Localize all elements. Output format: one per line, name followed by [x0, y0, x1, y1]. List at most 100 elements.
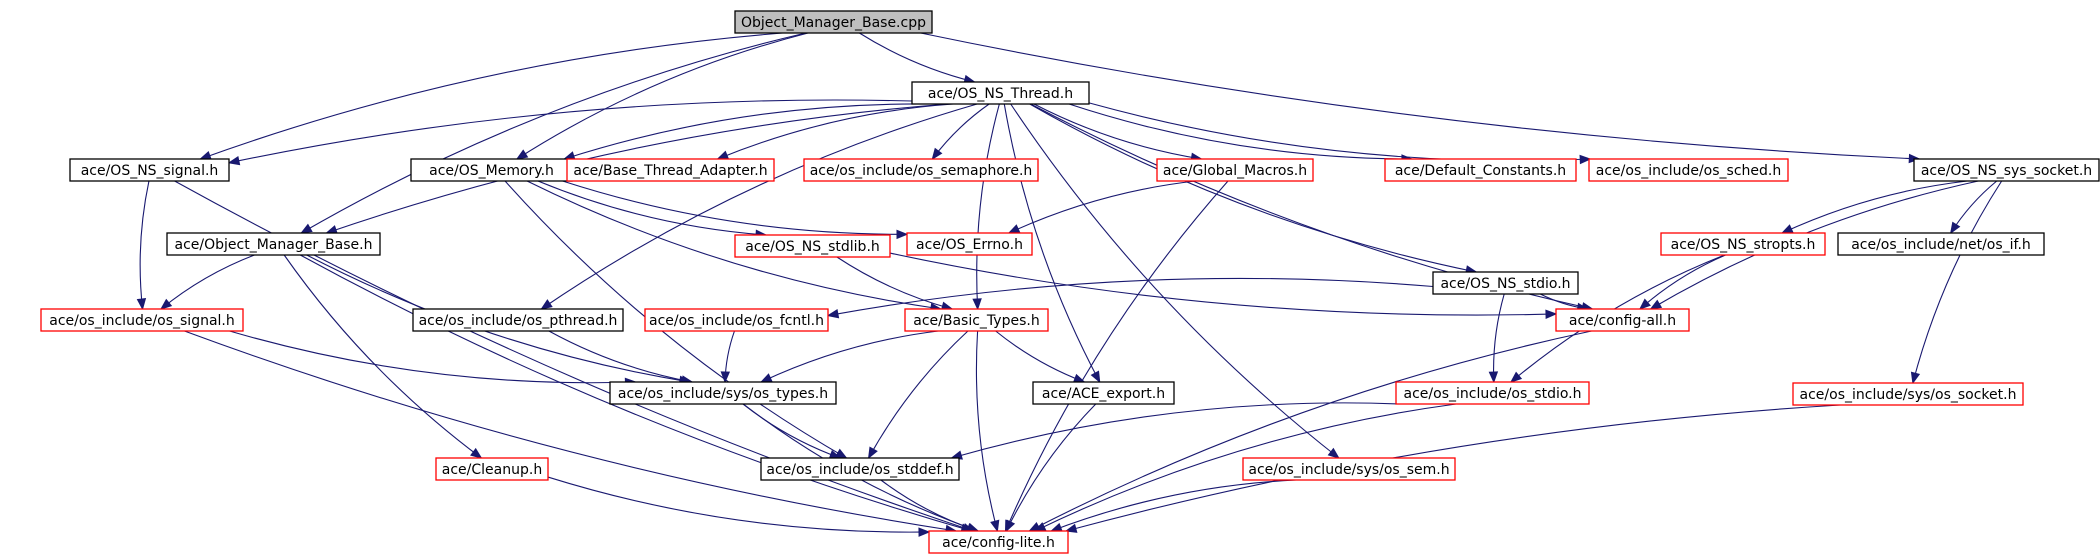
nodes-layer: Object_Manager_Base.cpp ace/OS_NS_Thread.… [40, 10, 2100, 554]
node-os-ns-stropts[interactable]: ace/OS_NS_stropts.h [1660, 232, 1826, 256]
node-sys-os-sem[interactable]: ace/os_include/sys/os_sem.h [1242, 457, 1456, 481]
node-box [40, 308, 244, 332]
node-label: ace/os_include/os_sched.h [1596, 163, 1781, 179]
node-box [1395, 381, 1590, 405]
edge-basic_types-to-config_lite [975, 330, 1000, 533]
node-root: Object_Manager_Base.cpp [734, 10, 933, 34]
edge-root-to-os_ns_signal [199, 32, 783, 160]
node-ace-export[interactable]: ace/ACE_export.h [1032, 381, 1175, 405]
node-os-if[interactable]: ace/os_include/net/os_if.h [1837, 232, 2045, 256]
node-label: ace/os_include/sys/os_types.h [618, 386, 828, 402]
node-label: ace/OS_NS_signal.h [81, 163, 219, 179]
node-label: ace/OS_NS_stropts.h [1671, 237, 1816, 253]
node-box [1555, 308, 1690, 332]
node-os-ns-sys-socket[interactable]: ace/OS_NS_sys_socket.h [1913, 158, 2100, 182]
edge-os_ns_thread-to-sys_os_sem [1010, 103, 1340, 459]
edge-os_ns_sys_socket-to-os_ns_stropts [1780, 180, 1968, 234]
node-sys-os-socket[interactable]: ace/os_include/sys/os_socket.h [1792, 382, 2024, 406]
edge-os_ns_stdlib-to-basic_types [836, 256, 954, 311]
edge-basic_types-to-sys_os_types [759, 330, 939, 383]
node-os-stdio[interactable]: ace/os_include/os_stdio.h [1395, 381, 1590, 405]
node-object-manager-base[interactable]: ace/Object_Manager_Base.h [166, 232, 381, 256]
node-box [928, 530, 1069, 554]
node-box [1837, 232, 2045, 256]
edge-os_ns_thread-to-os_semaphore [931, 103, 990, 161]
edge-os_ns_thread-to-os_pthread [540, 103, 978, 310]
edge-basic_types-to-ace_export [995, 330, 1086, 383]
node-label: ace/Object_Manager_Base.h [175, 237, 373, 253]
node-os-fcntl[interactable]: ace/os_include/os_fcntl.h [644, 308, 829, 332]
edge-os_memory-to-os_errno [562, 180, 909, 240]
node-box [1660, 232, 1826, 256]
node-label: ace/OS_NS_stdio.h [1440, 276, 1570, 292]
edge-global_macros-to-os_errno [1007, 180, 1196, 234]
edge-os_memory-to-os_ns_stdlib [537, 180, 768, 239]
node-os-ns-stdio[interactable]: ace/OS_NS_stdio.h [1432, 271, 1579, 295]
node-cleanup[interactable]: ace/Cleanup.h [435, 457, 549, 481]
node-box [906, 232, 1033, 256]
node-label: ace/OS_Memory.h [429, 163, 554, 179]
edge-root-to-os_memory [515, 32, 809, 160]
node-box [911, 81, 1090, 105]
node-label: ace/Cleanup.h [442, 462, 542, 478]
edge-os_ns_stropts-to-config_all [1638, 254, 1726, 310]
node-os-errno[interactable]: ace/OS_Errno.h [906, 232, 1033, 256]
node-box [734, 234, 891, 258]
node-label: ace/Global_Macros.h [1163, 163, 1307, 179]
node-config-all[interactable]: ace/config-all.h [1555, 308, 1690, 332]
node-config-lite[interactable]: ace/config-lite.h [928, 530, 1069, 554]
node-os-signal[interactable]: ace/os_include/os_signal.h [40, 308, 244, 332]
node-box [734, 10, 933, 34]
node-os-ns-signal[interactable]: ace/OS_NS_signal.h [69, 158, 230, 182]
node-default-constants[interactable]: ace/Default_Constants.h [1384, 158, 1577, 182]
node-label: ace/os_include/sys/os_socket.h [1800, 387, 2017, 403]
node-basic-types[interactable]: ace/Basic_Types.h [904, 308, 1049, 332]
node-label: ace/OS_NS_Thread.h [928, 86, 1073, 102]
node-box [904, 308, 1049, 332]
edge-ace_export-to-config_lite [1005, 403, 1097, 533]
node-box [69, 158, 230, 182]
node-os-semaphore[interactable]: ace/os_include/os_semaphore.h [803, 158, 1039, 182]
node-box [435, 457, 549, 481]
edge-os_ns_stdio-to-os_stdio [1488, 293, 1505, 384]
edge-os_ns_stdio-to-os_fcntl [826, 277, 1434, 319]
node-label: ace/os_include/os_stdio.h [1404, 386, 1582, 402]
node-box [803, 158, 1039, 182]
node-sys-os-types[interactable]: ace/os_include/sys/os_types.h [609, 381, 837, 405]
node-global-macros[interactable]: ace/Global_Macros.h [1156, 158, 1314, 182]
node-os-stddef[interactable]: ace/os_include/os_stddef.h [760, 457, 960, 481]
edge-sys_os_socket-to-config_lite [1064, 404, 1841, 533]
edge-basic_types-to-os_stddef [867, 330, 969, 460]
node-base-thread-adapter[interactable]: ace/Base_Thread_Adapter.h [566, 158, 775, 182]
node-os-memory[interactable]: ace/OS_Memory.h [410, 158, 573, 182]
edge-os_ns_thread-to-os_ns_stdio [1029, 103, 1478, 275]
node-box [1242, 457, 1456, 481]
edge-os_ns_sys_socket-to-os_if [1950, 180, 1998, 235]
node-label: Object_Manager_Base.cpp [741, 15, 926, 31]
node-box [1032, 381, 1175, 405]
edges-layer [136, 32, 2003, 537]
node-label: ace/Base_Thread_Adapter.h [573, 163, 767, 179]
node-box [760, 457, 960, 481]
node-label: ace/os_include/os_stddef.h [766, 462, 953, 478]
edge-os_ns_thread-to-base_thread_adapter [716, 103, 954, 160]
node-os-ns-stdlib[interactable]: ace/OS_NS_stdlib.h [734, 234, 891, 258]
node-os-ns-thread[interactable]: ace/OS_NS_Thread.h [911, 81, 1090, 105]
node-label: ace/os_include/os_fcntl.h [649, 313, 824, 329]
node-box [412, 308, 624, 332]
edge-cleanup-to-config_lite [547, 476, 931, 537]
edge-os_ns_thread-to-object_manager_base [325, 103, 948, 235]
node-box [1384, 158, 1577, 182]
node-os-pthread[interactable]: ace/os_include/os_pthread.h [412, 308, 624, 332]
edge-os_signal-to-config_lite [184, 330, 958, 535]
edge-os_ns_signal-to-os_signal [136, 180, 150, 311]
edge-os_ns_thread-to-basic_types [972, 103, 1000, 311]
edge-os_ns_thread-to-default_constants [1068, 103, 1414, 164]
edge-object_manager_base-to-cleanup [283, 254, 483, 459]
node-label: ace/Default_Constants.h [1395, 163, 1566, 179]
node-os-sched[interactable]: ace/os_include/os_sched.h [1588, 158, 1789, 182]
node-box [644, 308, 829, 332]
node-box [166, 232, 381, 256]
node-label: ace/OS_Errno.h [916, 237, 1023, 253]
